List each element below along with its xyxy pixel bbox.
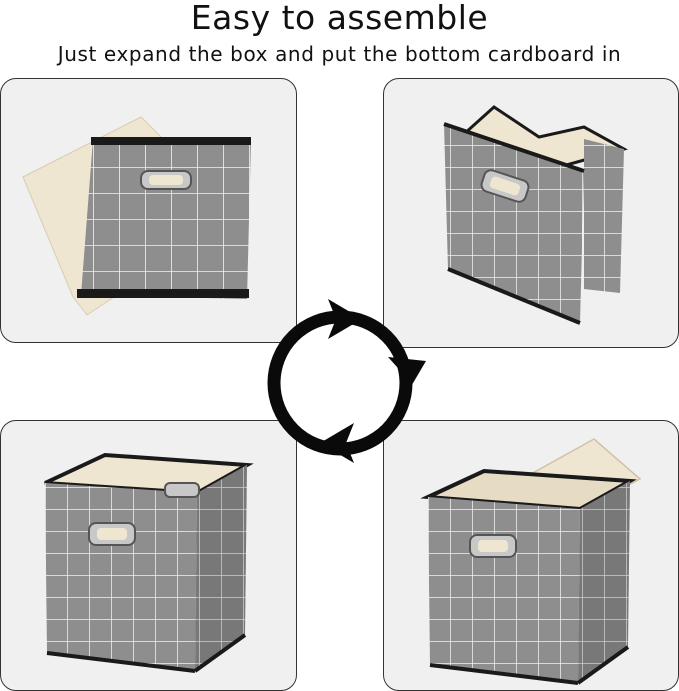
arrow-left-icon (320, 423, 354, 463)
step-panel-folded (0, 78, 297, 343)
arrow-right-icon (328, 299, 362, 339)
step-panel-inserting (0, 420, 297, 691)
step-panel-expanding (383, 78, 679, 348)
page-title: Easy to assemble (190, 0, 489, 37)
assembled-box-illustration (420, 438, 642, 685)
folded-box-illustration (22, 116, 251, 316)
box-open-illustration (44, 452, 254, 673)
cycle-arrows-icon (267, 299, 426, 463)
step-panel-assembled (383, 420, 679, 691)
arrow-down-icon (388, 357, 426, 395)
expanding-box-illustration (443, 105, 628, 325)
page-subtitle: Just expand the box and put the bottom c… (57, 42, 622, 66)
